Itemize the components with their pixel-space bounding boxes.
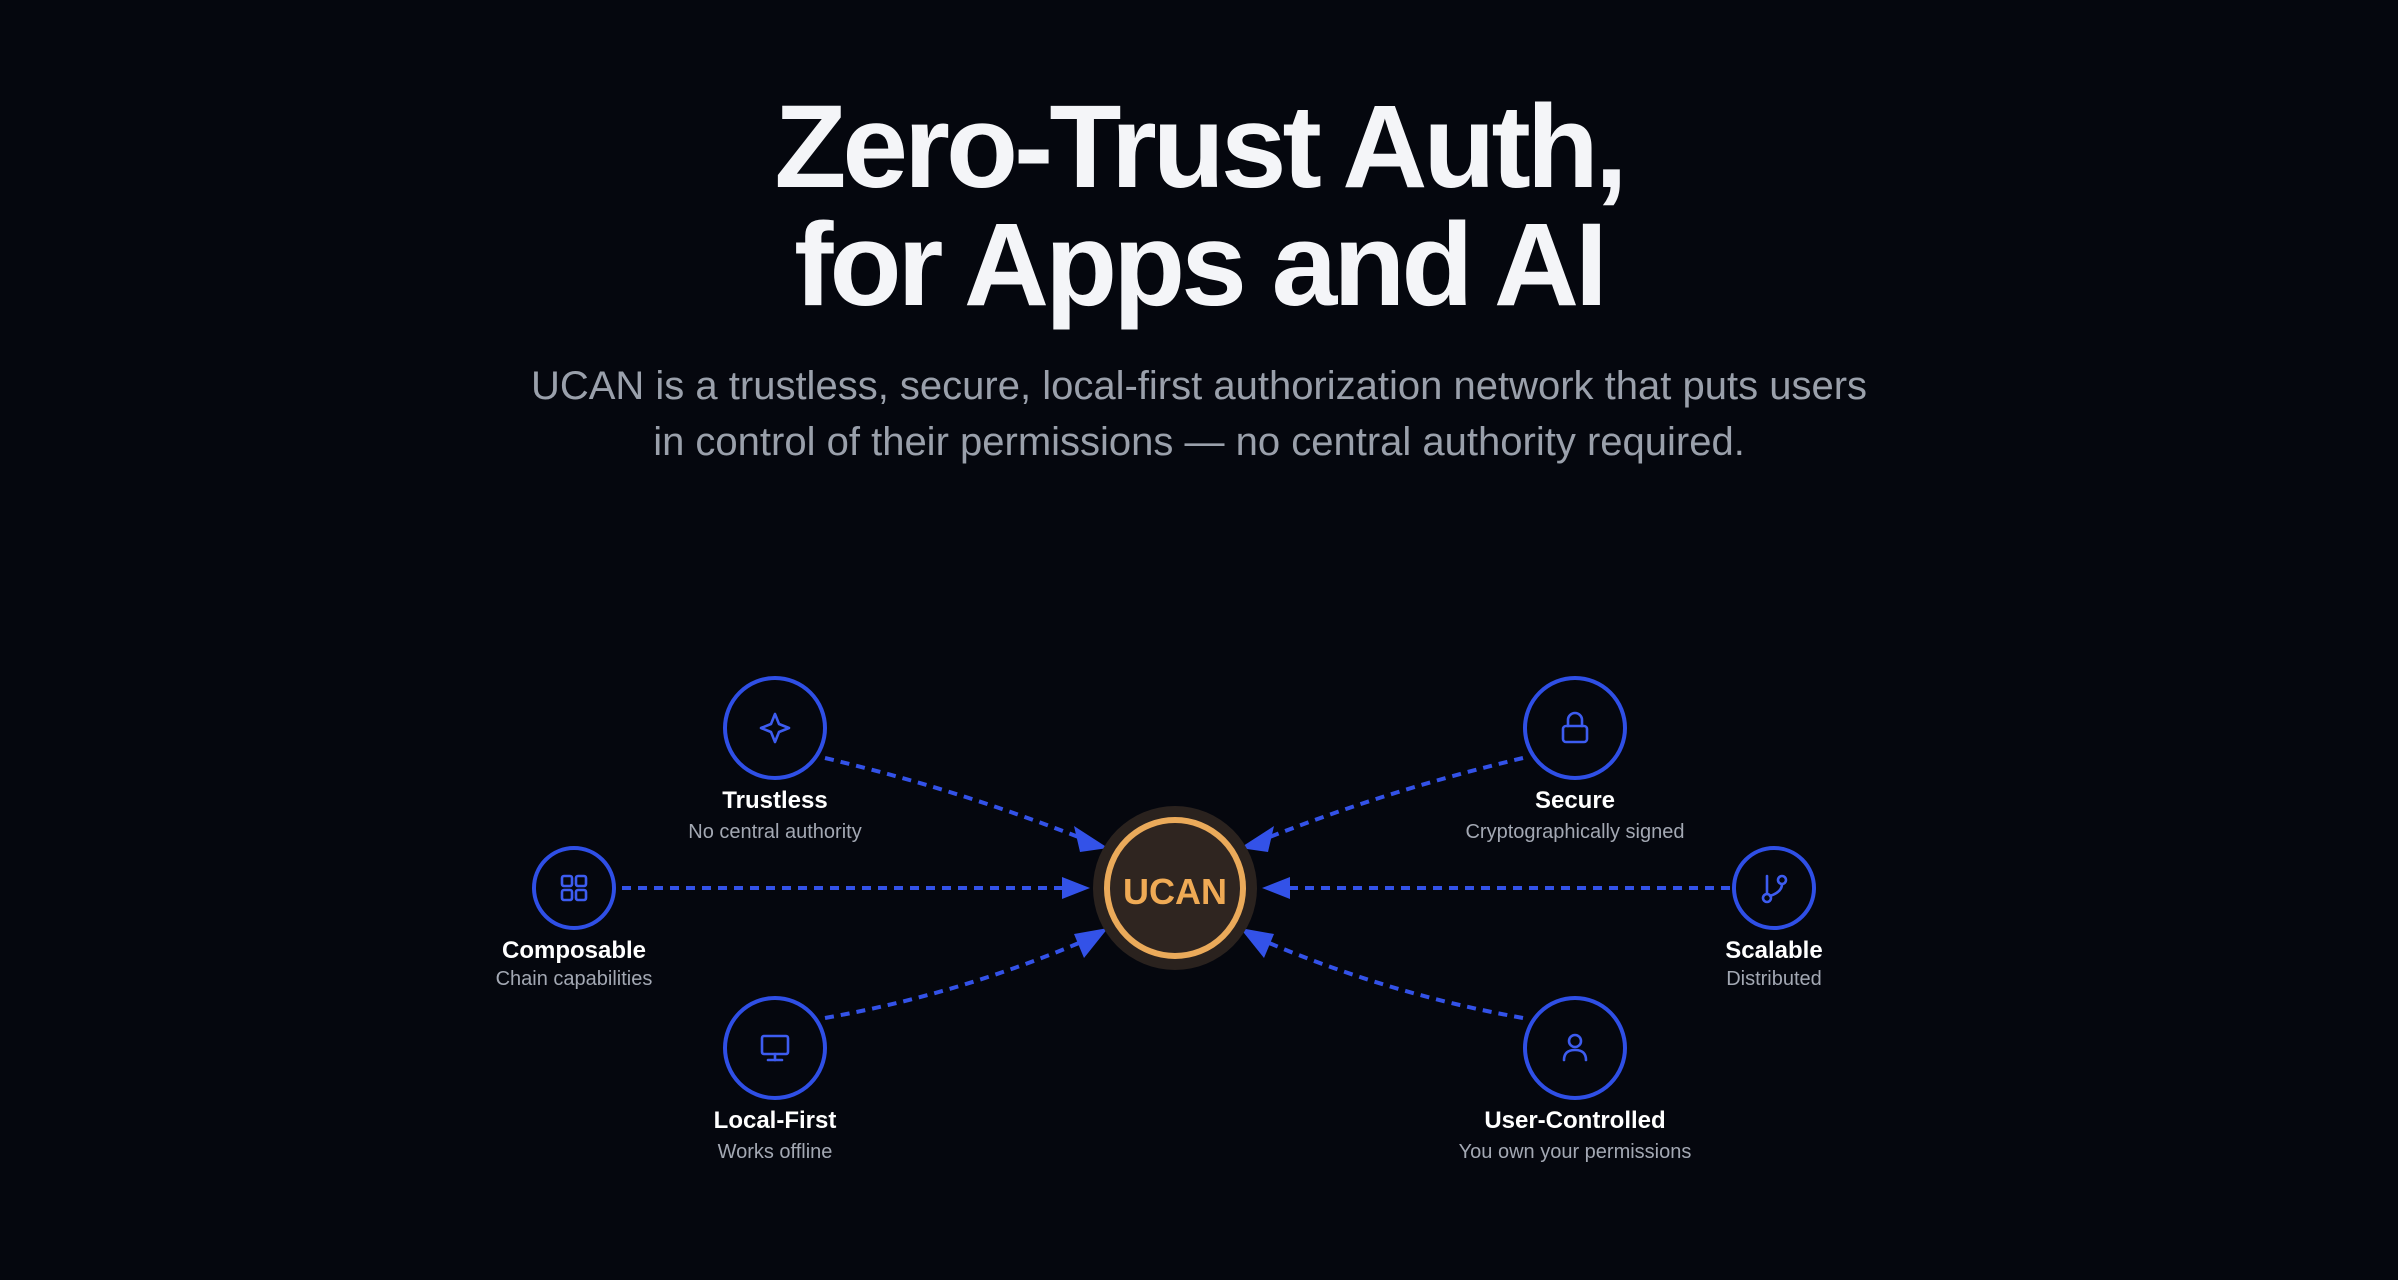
- lock-icon: [1561, 711, 1589, 744]
- hero-title-line-2: for Apps and AI: [794, 199, 1608, 331]
- user-icon: [1562, 1033, 1588, 1062]
- hero-subtitle-line-2: in control of their permissions — no cen…: [653, 420, 1745, 464]
- node-desc-scalable: Distributed: [1726, 968, 1822, 990]
- connector-local-first: [824, 938, 1087, 1020]
- node-ring-local-first: [723, 996, 827, 1100]
- node-desc-trustless: No central authority: [688, 821, 861, 843]
- node-label-scalable: Scalable: [1725, 937, 1822, 964]
- node-scalable: Scalable Distributed: [1725, 846, 1823, 990]
- node-label-composable: Composable: [502, 937, 646, 964]
- node-desc-local-first: Works offline: [718, 1141, 833, 1163]
- node-trustless: Trustless No central authority: [688, 676, 862, 843]
- hero-subtitle: UCAN is a trustless, secure, local-first…: [499, 358, 1899, 470]
- branch-icon: [1761, 874, 1788, 904]
- hero-subtitle-line-1: UCAN is a trustless, secure, local-first…: [530, 364, 1868, 408]
- hub-core: [1104, 817, 1246, 959]
- connector-user-controlled: [1261, 938, 1524, 1020]
- ucan-hub: UCAN: [1093, 806, 1257, 970]
- node-label-secure: Secure: [1535, 787, 1615, 814]
- hero-title: Zero-Trust Auth, for Apps and AI: [0, 88, 2398, 324]
- node-label-user-controlled: User-Controlled: [1484, 1107, 1665, 1134]
- hub-label: UCAN: [1123, 871, 1227, 912]
- node-label-trustless: Trustless: [722, 787, 827, 814]
- node-secure: Secure Cryptographically signed: [1465, 676, 1685, 843]
- hero: Zero-Trust Auth, for Apps and AI UCAN is…: [0, 88, 2398, 470]
- hero-title-line-1: Zero-Trust Auth,: [774, 81, 1627, 213]
- node-ring-composable: [532, 846, 616, 930]
- arrowhead-secure: [1240, 826, 1274, 852]
- arrowhead-local-first: [1074, 928, 1108, 958]
- arrowhead-user-controlled: [1240, 928, 1274, 958]
- connectors: [622, 756, 1730, 1020]
- node-label-local-first: Local-First: [714, 1107, 837, 1134]
- arrowhead-composable: [1062, 877, 1090, 899]
- sparkle-icon: [759, 712, 791, 744]
- node-desc-user-controlled: You own your permissions: [1459, 1141, 1692, 1163]
- connector-secure: [1261, 756, 1524, 842]
- connector-trustless: [824, 756, 1087, 842]
- node-ring-trustless: [723, 676, 827, 780]
- node-desc-composable: Chain capabilities: [496, 968, 653, 990]
- monitor-icon: [760, 1034, 790, 1062]
- node-ring-scalable: [1732, 846, 1816, 930]
- node-user-controlled: User-Controlled You own your permissions: [1459, 996, 1692, 1163]
- node-ring-secure: [1523, 676, 1627, 780]
- node-local-first: Local-First Works offline: [714, 996, 837, 1163]
- node-composable: Composable Chain capabilities: [496, 846, 653, 990]
- arrowhead-scalable: [1262, 877, 1290, 899]
- arrowhead-trustless: [1074, 826, 1108, 852]
- grid-icon: [560, 874, 588, 902]
- node-desc-secure: Cryptographically signed: [1465, 821, 1684, 843]
